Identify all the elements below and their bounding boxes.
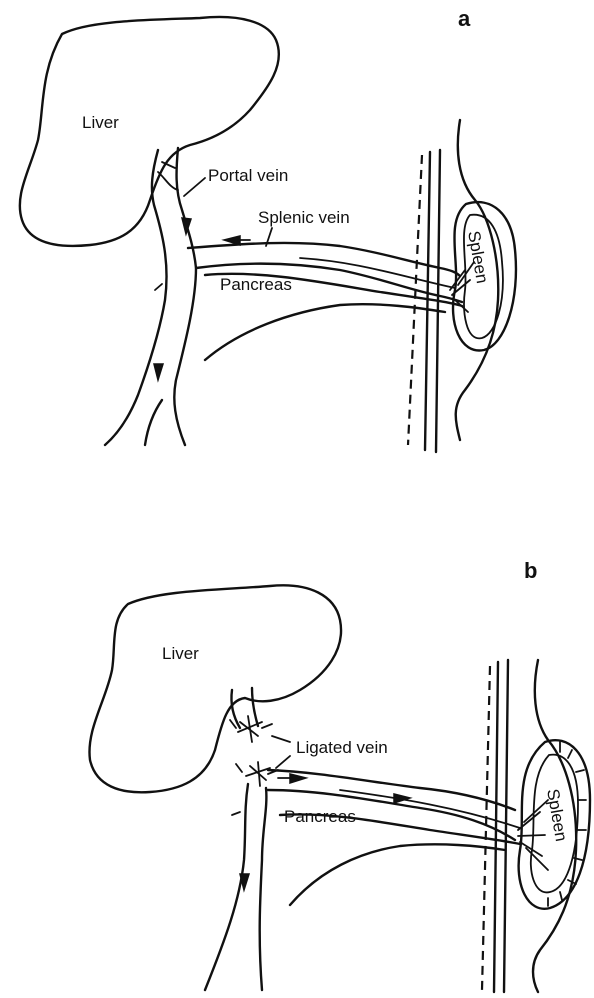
aorta-wall-1-b <box>494 662 498 992</box>
arrow-splenic-right-2-b <box>394 794 410 803</box>
portal-vein-upper-right-b <box>252 688 258 726</box>
panel-a: a Liver Portal vein Splenic v <box>20 6 516 452</box>
tick-mark-left-a <box>155 284 162 290</box>
arrow-portal-up-a <box>182 218 191 234</box>
tick-mark-left-b <box>232 812 240 815</box>
leader-portal-vein-a <box>184 178 205 196</box>
ivc-dashed-b <box>482 666 490 990</box>
portal-trunk-left-b <box>205 784 248 990</box>
label-spleen-a: Spleen <box>464 229 492 284</box>
ligature-lower-b <box>236 762 278 786</box>
label-spleen-b: Spleen <box>543 787 571 842</box>
label-ligated-vein-b: Ligated vein <box>296 738 388 757</box>
label-liver-a: Liver <box>82 113 119 132</box>
aorta-wall-1-a <box>425 152 430 450</box>
leader-ligated-vein-b <box>272 736 290 768</box>
portal-vein-fork <box>158 162 178 190</box>
aorta-wall-2-b <box>504 660 508 992</box>
portal-vein-inner-branch <box>145 400 162 445</box>
ivc-dashed-a <box>408 155 422 445</box>
panel-b-letter: b <box>524 558 537 583</box>
panel-a-letter: a <box>458 6 471 31</box>
liver-a <box>20 17 279 246</box>
liver-b <box>89 585 341 792</box>
label-pancreas-a: Pancreas <box>220 275 292 294</box>
label-splenic-vein-a: Splenic vein <box>258 208 350 227</box>
label-portal-vein-a: Portal vein <box>208 166 288 185</box>
portal-vein-left-wall <box>105 150 167 445</box>
label-liver-b: Liver <box>162 644 199 663</box>
arrow-trunk-up-b <box>240 874 249 890</box>
arrow-trunk-up-a <box>154 364 163 380</box>
label-pancreas-b: Pancreas <box>284 807 356 826</box>
portal-trunk-right-b <box>260 788 267 990</box>
portal-vein-right-wall <box>174 148 196 445</box>
panel-b: b Liver <box>89 558 590 992</box>
